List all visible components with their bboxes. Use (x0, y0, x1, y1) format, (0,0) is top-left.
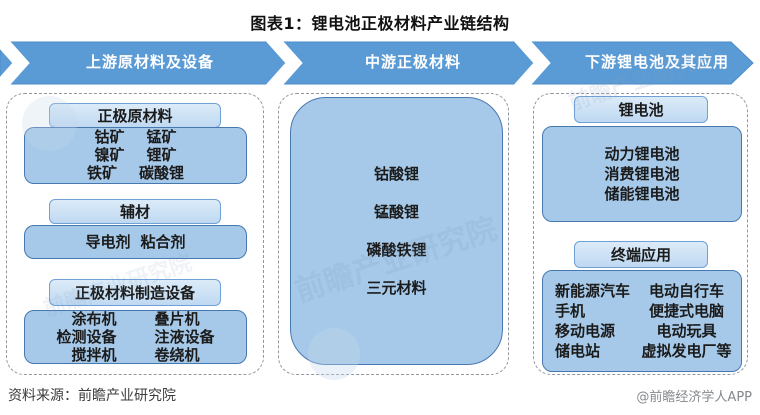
list-row: 钴矿 锰矿 (25, 129, 246, 146)
group-header-end-applications: 终端应用 (574, 241, 708, 268)
list-item: 涂布机 (71, 309, 117, 328)
chevron-separator-left (0, 40, 30, 86)
group-header-lithium-battery: 锂电池 (574, 96, 708, 123)
list-item: 锂矿 (146, 146, 177, 164)
list-item: 锰矿 (146, 128, 177, 146)
arrow-band-shape (0, 41, 754, 85)
list-item: 碳酸锂 (139, 164, 185, 182)
process-arrow-band (0, 40, 754, 86)
stage-label-downstream: 下游锂电池及其应用 (584, 53, 729, 71)
list-item: 手机 (555, 302, 586, 320)
upstream-panel: 正极原材料 钴矿 锰矿 镍矿 锂矿 铁矿 碳酸锂 辅材 导电剂 粘合剂 正极材料… (6, 93, 264, 375)
list-item: 消费锂电池 (604, 164, 680, 183)
list-item: 磷酸铁锂 (366, 241, 427, 259)
group-header-auxiliary-materials: 辅材 (49, 199, 221, 224)
list-row: 新能源汽车 电动自行车 (543, 282, 741, 300)
list-item: 动力锂电池 (604, 144, 680, 163)
list-item: 电动自行车 (649, 282, 725, 300)
list-row: 涂布机 叠片机 (25, 309, 246, 328)
list-item: 移动电源 (555, 322, 616, 340)
list-row: 动力锂电池 (543, 144, 741, 163)
list-item: 三元材料 (366, 279, 427, 297)
source-note: 资料来源：前瞻产业研究院 (8, 388, 176, 404)
list-item: 粘合剂 (140, 232, 186, 251)
cathode-raw-materials-box: 钴矿 锰矿 镍矿 锂矿 铁矿 碳酸锂 (24, 127, 247, 184)
list-item: 电动玩具 (656, 322, 717, 340)
list-item: 镍矿 (94, 146, 125, 164)
list-item: 搅拌机 (71, 345, 117, 364)
list-row: 搅拌机 卷绕机 (25, 345, 246, 364)
list-row: 消费锂电池 (543, 164, 741, 183)
list-row: 铁矿 碳酸锂 (25, 165, 246, 182)
lithium-battery-box: 动力锂电池 消费锂电池 储能锂电池 (542, 126, 742, 222)
list-row: 手机 便捷式电脑 (543, 302, 741, 320)
list-row: 镍矿 锂矿 (25, 147, 246, 164)
list-row: 检测设备 注液设备 (25, 327, 246, 346)
list-item: 钴酸锂 (373, 165, 419, 183)
list-row: 移动电源 电动玩具 (543, 322, 741, 340)
chevron-separator-2 (512, 40, 551, 86)
list-row: 储能锂电池 (543, 184, 741, 203)
list-item: 虚拟发电厂等 (641, 342, 732, 360)
list-item: 导电剂 (85, 232, 131, 251)
list-item: 检测设备 (56, 327, 117, 346)
credit-note: @前瞻经济学人APP (636, 390, 752, 405)
group-header-manufacturing-equipment: 正极材料制造设备 (49, 279, 221, 306)
cathode-materials-box: 钴酸锂 锰酸锂 磷酸铁锂 三元材料 (290, 97, 503, 365)
list-item: 便捷式电脑 (649, 302, 725, 320)
list-item: 储能锂电池 (604, 184, 680, 203)
list-item: 叠片机 (154, 309, 200, 328)
list-row: 导电剂 粘合剂 (25, 232, 246, 251)
chart-title: 图表1：锂电池正极材料产业链结构 (250, 14, 510, 33)
list-item: 铁矿 (86, 164, 117, 182)
auxiliary-materials-box: 导电剂 粘合剂 (24, 225, 247, 259)
list-item: 卷绕机 (154, 345, 200, 364)
group-header-cathode-raw-materials: 正极原材料 (49, 103, 221, 128)
list-item: 储电站 (555, 342, 601, 360)
downstream-panel: 锂电池 动力锂电池 消费锂电池 储能锂电池 终端应用 新能源汽车 电动自行车 手… (533, 93, 748, 375)
list-item: 新能源汽车 (555, 282, 631, 300)
end-applications-box: 新能源汽车 电动自行车 手机 便捷式电脑 移动电源 电动玩具 储电站 虚拟发电厂… (542, 270, 742, 372)
list-item: 锰酸锂 (373, 203, 419, 221)
list-item: 注液设备 (154, 327, 215, 346)
midstream-panel: 钴酸锂 锰酸锂 磷酸铁锂 三元材料 (278, 93, 509, 375)
list-item: 钴矿 (94, 128, 125, 146)
stage-label-midstream: 中游正极材料 (364, 53, 461, 71)
list-row: 储电站 虚拟发电厂等 (543, 342, 741, 360)
chevron-separator-1 (264, 40, 303, 86)
stage-label-upstream: 上游原材料及设备 (85, 53, 214, 71)
manufacturing-equipment-box: 涂布机 叠片机 检测设备 注液设备 搅拌机 卷绕机 (24, 310, 247, 364)
